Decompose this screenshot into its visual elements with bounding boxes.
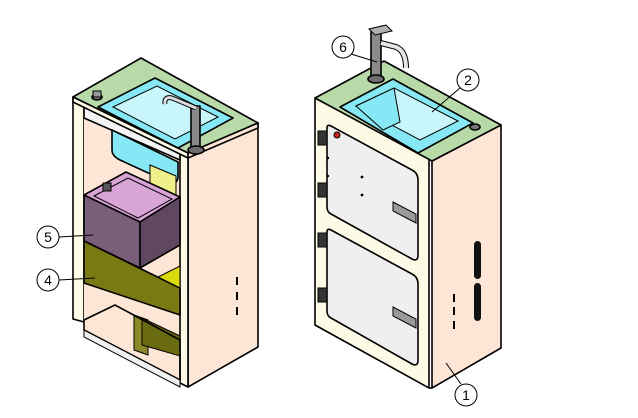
lower-door-handle[interactable] <box>392 306 417 329</box>
upper-door[interactable] <box>326 124 419 261</box>
callout-circle <box>36 268 60 292</box>
upper-door-handle[interactable] <box>392 201 417 224</box>
callout-4: 4 <box>36 268 96 292</box>
faucet-base <box>187 145 205 155</box>
water-tank-side <box>139 196 181 269</box>
callout-circle <box>454 383 478 407</box>
cabinet-side-panel <box>187 122 259 388</box>
cabinet-right-post <box>179 149 189 388</box>
cabinet-side <box>431 124 502 389</box>
callout-label: 1 <box>462 387 470 403</box>
water-tank-cap <box>102 182 112 192</box>
faucet-column <box>190 105 201 151</box>
callout-2: 2 <box>431 68 480 113</box>
callout-circle <box>36 225 60 249</box>
lower-door[interactable] <box>326 228 419 366</box>
water-tank-lid <box>92 177 174 219</box>
faucet-handle <box>368 24 393 36</box>
callout-label: 2 <box>464 72 472 88</box>
open-view <box>72 57 259 388</box>
drip-tray-side <box>156 265 181 289</box>
faucet-column <box>370 30 382 80</box>
callout-5: 5 <box>36 225 94 249</box>
countertop-side-edge <box>187 122 259 159</box>
callout-label: 5 <box>44 229 52 245</box>
hinge <box>317 182 328 198</box>
hinge <box>317 232 328 248</box>
callout-6: 6 <box>331 35 378 63</box>
hinge <box>317 130 328 146</box>
hinge <box>317 287 328 303</box>
callout-label: 4 <box>44 272 52 288</box>
drip-tray-front <box>83 240 181 316</box>
indicator-light <box>333 131 341 139</box>
side-slot-lower <box>474 283 481 321</box>
cabinet-base-frame <box>83 304 181 381</box>
callout-1: 1 <box>445 362 478 407</box>
callout-circle <box>331 35 355 59</box>
closed-view <box>314 24 502 389</box>
faucet-base <box>367 74 385 84</box>
cabinet-left-post <box>72 91 85 323</box>
callout-circle <box>456 68 480 92</box>
callout-label: 6 <box>339 39 347 55</box>
drain-knob <box>469 123 481 131</box>
side-slot-upper <box>474 241 481 279</box>
